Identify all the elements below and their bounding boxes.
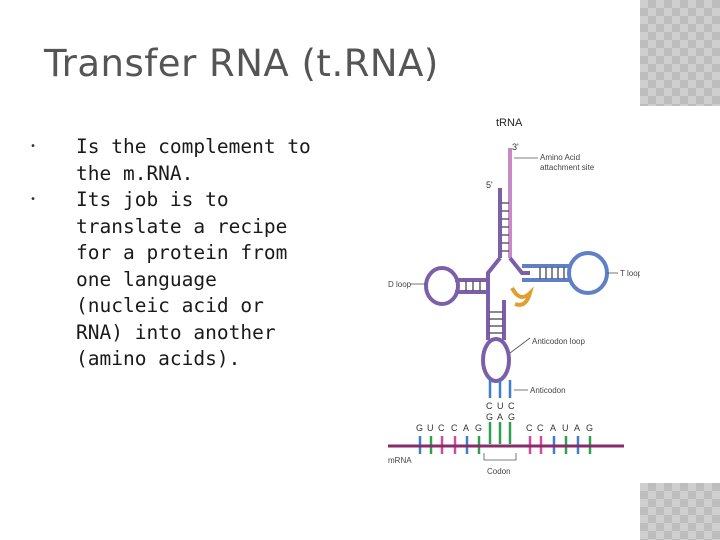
t-loop bbox=[567, 251, 609, 295]
label-attachment-site: attachment site bbox=[540, 163, 595, 172]
mrna-letter: G bbox=[586, 423, 593, 433]
label-5prime: 5' bbox=[486, 180, 493, 190]
anticodon-letter: C bbox=[508, 401, 515, 411]
bullet-marker: • bbox=[30, 141, 37, 152]
mrna-letter: G bbox=[475, 423, 482, 433]
label-amino-acid: Amino Acid bbox=[540, 153, 580, 162]
mrna-letter: U bbox=[427, 423, 434, 433]
center-junction bbox=[486, 256, 530, 308]
bullet-item: • Is the complement to the m.RNA. bbox=[30, 134, 320, 187]
codon-ticks bbox=[488, 422, 512, 444]
label-d-loop: D loop bbox=[388, 280, 412, 289]
corner-decoration-top bbox=[640, 0, 720, 106]
codon-letter: A bbox=[497, 412, 503, 422]
bullet-item: • Its job is to translate a recipe for a… bbox=[30, 187, 320, 373]
anticodon-loop bbox=[481, 337, 511, 383]
anticodon-letter: U bbox=[497, 401, 504, 411]
anticodon-loop-pointer bbox=[509, 337, 531, 354]
label-anticodon: Anticodon bbox=[530, 386, 566, 395]
mrna-letter: C bbox=[451, 423, 458, 433]
bullet-marker: • bbox=[30, 194, 37, 205]
codon-bracket bbox=[483, 453, 517, 461]
label-t-loop: T loop bbox=[620, 269, 640, 278]
bullet-list: • Is the complement to the m.RNA. • Its … bbox=[30, 134, 320, 373]
anticodon-stem-pairs bbox=[489, 311, 503, 334]
anticodon-ticks bbox=[488, 380, 512, 398]
corner-decoration-bottom bbox=[640, 483, 720, 540]
anticodon-letter: C bbox=[486, 401, 493, 411]
mrna-letter: A bbox=[463, 423, 469, 433]
trna-diagram: tRNA 3' 5' Amino Acid attachment site D … bbox=[388, 117, 640, 476]
label-codon: Codon bbox=[487, 467, 511, 476]
label-mrna: mRNA bbox=[388, 456, 412, 465]
mrna-letter: C bbox=[537, 423, 544, 433]
mrna-letter: A bbox=[574, 423, 580, 433]
label-3prime: 3' bbox=[512, 142, 519, 152]
variable-loop bbox=[510, 286, 534, 307]
codon-letter: G bbox=[508, 412, 515, 422]
mrna-letter: C bbox=[526, 423, 533, 433]
diagram-heading: tRNA bbox=[496, 117, 523, 129]
bullet-text: Its job is to translate a recipe for a p… bbox=[76, 188, 288, 370]
mrna-letter: G bbox=[416, 423, 423, 433]
bullet-text: Is the complement to the m.RNA. bbox=[76, 135, 311, 185]
d-loop bbox=[424, 266, 460, 306]
t-stem-pairs bbox=[539, 267, 565, 279]
acceptor-stem-pairs bbox=[501, 202, 509, 252]
mrna-letter: U bbox=[562, 423, 569, 433]
d-stem-pairs bbox=[465, 281, 481, 291]
mrna-letter: C bbox=[438, 423, 445, 433]
slide-title: Transfer RNA (t.RNA) bbox=[44, 42, 439, 85]
mrna-letter: A bbox=[550, 423, 556, 433]
codon-letter: G bbox=[486, 412, 493, 422]
label-anticodon-loop: Anticodon loop bbox=[532, 337, 585, 346]
